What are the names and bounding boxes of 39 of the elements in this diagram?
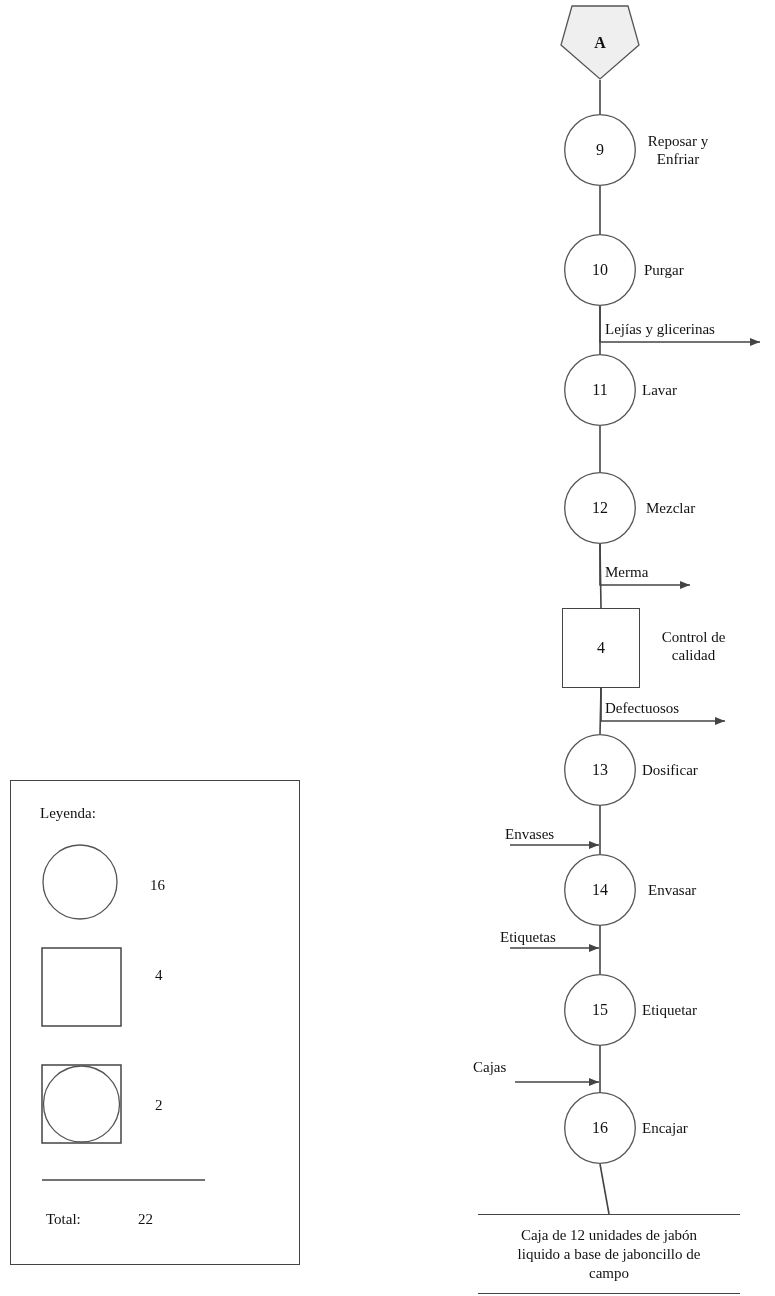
arrow: [600, 687, 726, 725]
operation-circle: 11: [564, 354, 636, 426]
arrow: [514, 1078, 600, 1086]
arrow: [599, 543, 691, 589]
legend-title: Leyenda:: [40, 804, 96, 822]
total-label: Total:: [46, 1210, 81, 1228]
connector-line: [599, 1045, 601, 1093]
operation-circle: 16: [564, 1092, 636, 1164]
step-label: Lavar: [642, 381, 677, 399]
total-value: 22: [138, 1210, 153, 1228]
operation-circle: 15: [564, 974, 636, 1046]
arrow: [509, 841, 600, 849]
connector-line: [599, 185, 601, 235]
operation-circle: 13: [564, 734, 636, 806]
connector-line: [599, 1163, 610, 1215]
connector-pentagon: A: [560, 5, 640, 80]
legend-count: 4: [155, 966, 163, 984]
operation-circle: 10: [564, 234, 636, 306]
operation-circle: 12: [564, 472, 636, 544]
step-label: Encajar: [642, 1119, 688, 1137]
legend-count: 2: [155, 1096, 163, 1114]
step-label: Etiquetar: [642, 1001, 697, 1019]
step-label: Envasar: [648, 881, 697, 899]
operation-circle: 9: [564, 114, 636, 186]
step-label: Mezclar: [646, 499, 696, 517]
arrow: [509, 944, 600, 952]
connector-line: [599, 79, 601, 115]
connector-line: [599, 425, 601, 473]
connector-line: [599, 805, 601, 855]
step-label: Purgar: [644, 261, 684, 279]
legend-count: 16: [150, 876, 165, 894]
arrow: [599, 305, 761, 346]
connector-line: [599, 925, 601, 975]
step-label: Dosificar: [642, 761, 698, 779]
operation-circle: 14: [564, 854, 636, 926]
step-label: Reposar y Enfriar: [646, 132, 710, 168]
product-text: Caja de 12 unidades de jabón liquido a base de jaboncillo de campo: [478, 1214, 740, 1294]
step-label: Control de calidad: [660, 628, 727, 664]
inspection-square: 4: [562, 608, 640, 688]
